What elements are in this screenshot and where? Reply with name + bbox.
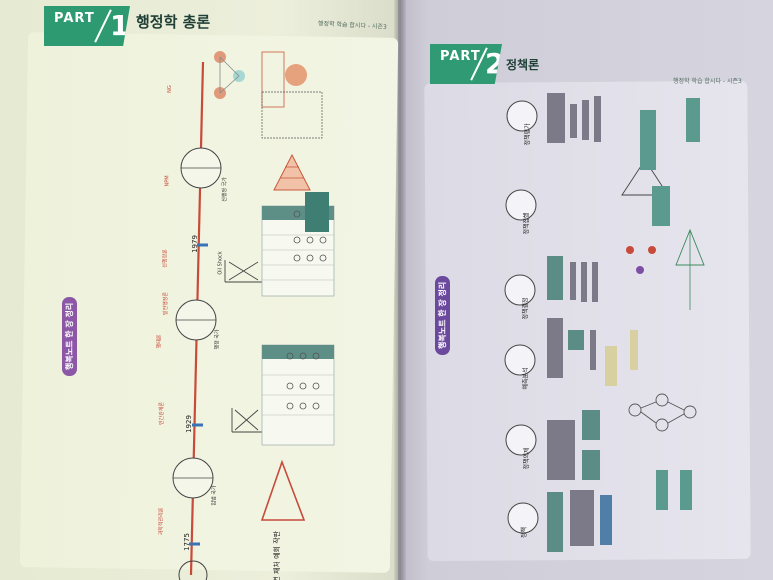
left-table-1: [261, 205, 335, 297]
circle-label-implementation: 정책집행: [523, 212, 531, 235]
cross-chart-1: [224, 260, 262, 283]
left-part-number: 1: [110, 9, 130, 42]
left-box-b: [261, 91, 323, 139]
circle-grid-2: [286, 352, 320, 410]
circle-label-decision: 정책결정: [522, 297, 530, 320]
left-part-tag: PART 1: [44, 6, 130, 46]
cross-chart-2: [231, 408, 262, 433]
book-gutter: [394, 0, 406, 580]
right-part-word: PART: [440, 49, 481, 64]
left-table-2: [261, 344, 335, 446]
left-part-word: PART: [54, 11, 95, 26]
circle-label-forecast: 예측분석: [522, 367, 530, 390]
left-triangle: [260, 459, 306, 521]
yellow-highlights: [605, 330, 638, 386]
orange-circle-top: [285, 64, 307, 86]
red-dots: [626, 246, 656, 274]
circle-label-evaluation: 정책평가: [524, 123, 532, 146]
right-header-note: 행정학 학습 합시다 - 시즌3: [673, 78, 742, 85]
left-box-a: [261, 51, 285, 108]
left-pyramid: [273, 153, 311, 191]
right-page-title: 정책론: [506, 58, 540, 72]
right-circles: [504, 100, 539, 534]
right-triangle: [621, 159, 669, 196]
teal-blocks: [640, 98, 700, 510]
left-page-title: 행정학 총론: [136, 13, 211, 31]
right-text-blocks: [547, 93, 612, 552]
circle-label-agenda: 정책의제: [523, 447, 531, 470]
left-teal-block: [305, 192, 329, 232]
right-network: [628, 393, 697, 432]
circle-label-policy: 정책: [521, 526, 529, 539]
